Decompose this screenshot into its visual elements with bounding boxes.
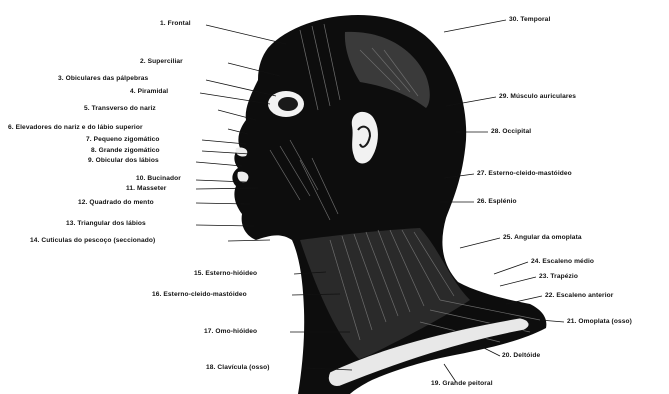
label-esterno-cleido-mastoideo-left: 16. Esterno-cleido-mastóideo [152, 291, 247, 299]
label-quadrado-mento: 12. Quadrado do mento [78, 199, 154, 207]
label-omoplata: 21. Omoplata (osso) [567, 318, 632, 326]
label-esterno-cleido-mastoideo-right: 27. Esterno-cleido-mastóideo [477, 170, 572, 178]
label-superciliar: 2. Superciliar [140, 58, 183, 66]
label-elevadores-nariz: 6. Elevadores do nariz e do lábio superi… [8, 124, 143, 132]
label-omo-hioideo: 17. Omo-hióideo [204, 328, 257, 336]
eye [278, 97, 298, 111]
label-triangular-labios: 13. Triangular dos lábios [66, 220, 146, 228]
label-esterno-hioideo: 15. Esterno-hióideo [194, 270, 257, 278]
label-grande-zigomatico: 8. Grande zigomático [91, 147, 160, 155]
label-transverso-nariz: 5. Transverso do nariz [84, 105, 156, 113]
label-clavicula: 18. Clavícula (osso) [206, 364, 270, 372]
label-piramidal: 4. Piramidal [130, 88, 168, 96]
label-cuticulas-pescoco: 14. Cuticulas do pescoço (seccionado) [30, 237, 155, 245]
label-temporal: 30. Temporal [509, 16, 550, 24]
label-obiculares-palpebras: 3. Obiculares das pálpebras [58, 75, 148, 83]
label-escaleno-anterior: 22. Escaleno anterior [545, 292, 613, 300]
label-masseter: 11. Masseter [126, 185, 166, 193]
label-obicular-labios: 9. Obicular dos lábios [88, 157, 159, 165]
label-deltoide: 20. Deltóide [502, 352, 540, 360]
label-musculo-auriculares: 29. Músculo auriculares [499, 93, 576, 101]
label-bucinador: 10. Bucinador [136, 175, 181, 183]
label-esplenio: 26. Esplénio [477, 198, 517, 206]
label-escaleno-medio: 24. Escaleno médio [531, 258, 594, 266]
label-pequeno-zigomatico: 7. Pequeno zigomático [86, 136, 160, 144]
label-frontal: 1. Frontal [160, 20, 191, 28]
label-trapezio: 23. Trapézio [539, 273, 578, 281]
label-grande-peitoral: 19. Grande peitoral [431, 380, 493, 388]
label-angular-omoplata: 25. Angular da omoplata [503, 234, 582, 242]
label-occipital: 28. Occipital [491, 128, 531, 136]
